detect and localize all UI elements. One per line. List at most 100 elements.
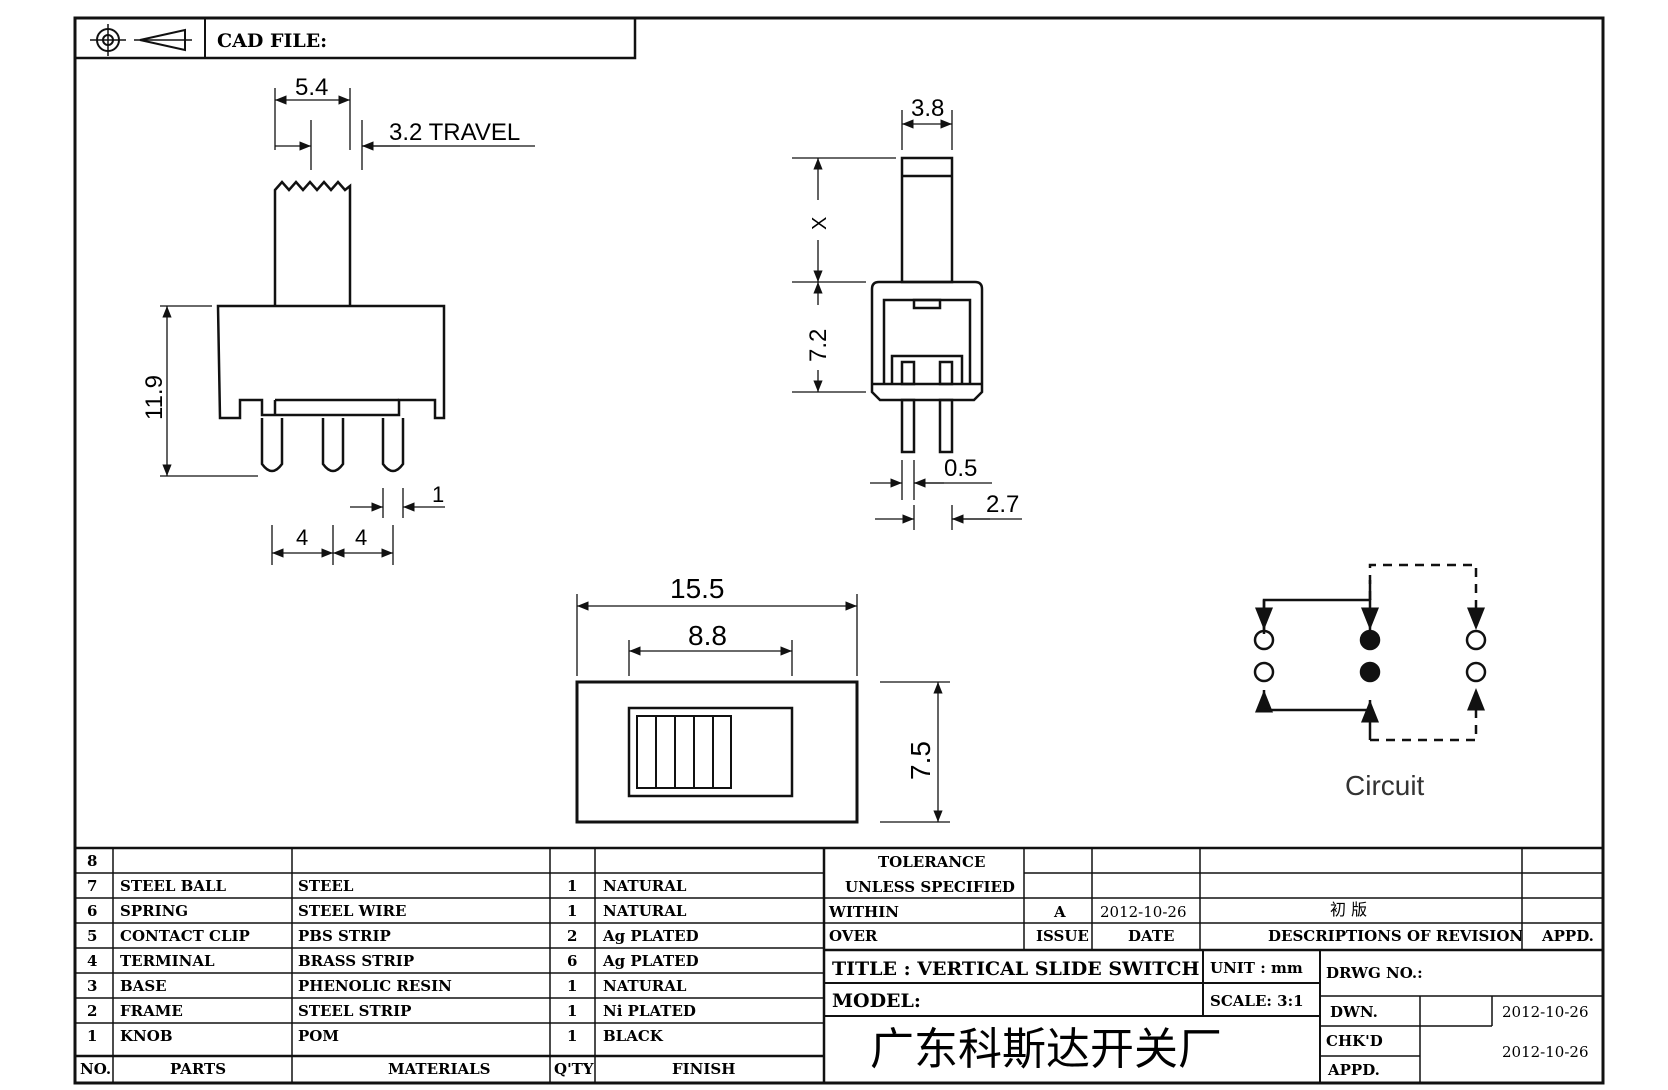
knob-outline [273, 180, 352, 306]
scale-label: SCALE: 3:1 [1210, 992, 1304, 1010]
circuit-common-1 [1359, 629, 1381, 651]
top-body [575, 680, 859, 824]
pin-left [260, 418, 284, 473]
end-pin-left [900, 398, 916, 454]
pin-right [381, 418, 405, 473]
dim-width-5-4: 5.4 [295, 74, 328, 101]
cell-qty: 2 [567, 927, 577, 945]
cell-material: POM [298, 1027, 339, 1045]
header-no: NO. [80, 1060, 111, 1078]
cell-material: BRASS STRIP [298, 952, 414, 970]
end-frame-inner [882, 298, 972, 383]
dim-width-7-5: 7.5 [905, 741, 936, 780]
cell-no: 6 [87, 902, 97, 920]
cell-material: PHENOLIC RESIN [298, 977, 452, 995]
dwn-date: 2012-10-26 [1502, 1003, 1588, 1021]
tolerance-line2: UNLESS SPECIFIED [845, 878, 1015, 896]
cell-qty: 6 [567, 952, 577, 970]
date-label: DATE [1128, 927, 1174, 945]
top-knob [636, 715, 732, 789]
end-frame-outer [870, 280, 984, 402]
revision-description: 初 版 [1330, 900, 1367, 919]
end-pin-right [938, 398, 954, 454]
cad-header: CAD FILE: [73, 16, 637, 60]
side-view-dimensions [160, 88, 535, 565]
circuit-terminal-1 [1253, 629, 1275, 651]
chkd-label: CHK'D [1326, 1032, 1383, 1050]
header-finish: FINISH [672, 1060, 735, 1078]
cell-finish: NATURAL [603, 877, 687, 895]
cell-part: KNOB [120, 1027, 173, 1045]
dim-body-height-7-2: 7.2 [805, 329, 832, 362]
parts-header: NO. PARTS MATERIALS Q'TY FINISH [80, 1060, 735, 1078]
cell-qty: 1 [567, 902, 577, 920]
unit-label: UNIT : mm [1210, 959, 1303, 977]
cell-qty: 1 [567, 977, 577, 995]
top-view [575, 680, 859, 824]
cell-material: STEEL STRIP [298, 1002, 411, 1020]
top-view-dimensions [576, 594, 950, 823]
cell-finish: NATURAL [603, 977, 687, 995]
chk-date: 2012-10-26 [1502, 1043, 1588, 1061]
cell-part: TERMINAL [120, 952, 215, 970]
end-base [890, 354, 964, 384]
dim-length-15-5: 15.5 [670, 573, 725, 604]
cell-part: FRAME [120, 1002, 183, 1020]
table-row: 2 FRAME STEEL STRIP 1 Ni PLATED [87, 1002, 696, 1020]
drawing-title: TITLE : VERTICAL SLIDE SWITCH [832, 958, 1200, 980]
circuit-common-2 [1359, 661, 1381, 683]
cell-material: PBS STRIP [298, 927, 391, 945]
top-slot [627, 706, 794, 798]
cell-finish: BLACK [603, 1027, 664, 1045]
company-name: 广东科斯达开关厂 [870, 1024, 1222, 1075]
circuit-terminal-2 [1253, 661, 1275, 683]
issue-label: ISSUE [1036, 927, 1089, 945]
dim-height-11-9: 11.9 [141, 375, 168, 420]
cell-no: 3 [87, 977, 97, 995]
dim-travel: 3.2 TRAVEL [389, 119, 520, 146]
table-row: 5 CONTACT CLIP PBS STRIP 2 Ag PLATED [87, 927, 699, 945]
cell-no: 5 [87, 927, 97, 945]
dim-knob-height-x: X [809, 217, 831, 230]
circuit-label: Circuit [1345, 770, 1425, 801]
descriptions-label: DESCRIPTIONS OF REVISION [1268, 927, 1523, 945]
table-row: 8 [87, 852, 97, 870]
cell-material: STEEL [298, 877, 354, 895]
pin-middle [321, 418, 345, 473]
appd-label: APPD. [1541, 927, 1594, 945]
cell-qty: 1 [567, 1002, 577, 1020]
title-block-grid [824, 848, 1603, 1083]
circuit-terminal-4 [1465, 661, 1487, 683]
cell-no: 2 [87, 1002, 97, 1020]
dim-slot-8-8: 8.8 [688, 620, 727, 651]
dim-pitch-2: 4 [355, 525, 367, 550]
over-label: OVER [829, 927, 878, 945]
cell-no: 1 [87, 1027, 97, 1045]
date-value: 2012-10-26 [1100, 903, 1186, 921]
cell-finish: Ni PLATED [603, 1002, 696, 1020]
cell-qty: 1 [567, 1027, 577, 1045]
parts-table [75, 846, 1603, 1083]
cell-qty: 1 [567, 877, 577, 895]
within-label: WITHIN [828, 903, 899, 921]
switch-body-outline [216, 304, 446, 420]
projection-symbol-icon [90, 24, 192, 56]
cell-no: 7 [87, 877, 97, 895]
dim-pin-thickness: 0.5 [944, 455, 977, 482]
header-parts: PARTS [170, 1060, 226, 1078]
cell-finish: Ag PLATED [602, 927, 699, 945]
header-qty: Q'TY [554, 1060, 594, 1078]
dim-pin-spacing: 2.7 [986, 491, 1019, 518]
dwn-label: DWN. [1330, 1003, 1378, 1021]
cell-part: CONTACT CLIP [120, 927, 250, 945]
end-view [870, 156, 984, 454]
issue-value: A [1053, 903, 1066, 921]
cell-finish: Ag PLATED [602, 952, 699, 970]
circuit-terminal-3 [1465, 629, 1487, 651]
